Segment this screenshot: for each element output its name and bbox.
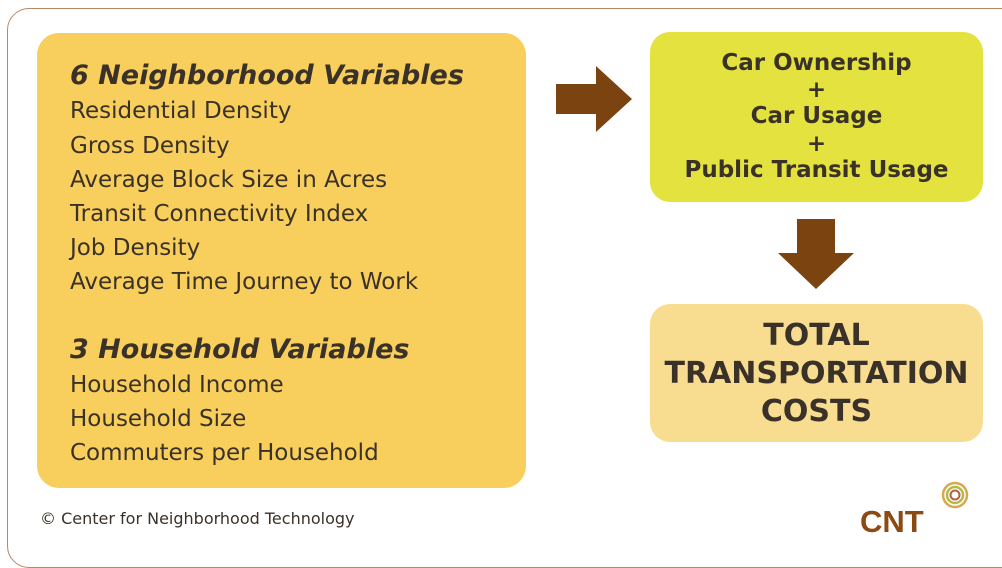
neighborhood-item: Transit Connectivity Index (70, 201, 369, 227)
usage-plus: + (806, 77, 827, 103)
total-line: TRANSPORTATION (664, 356, 969, 391)
household-item: Commuters per Household (70, 440, 379, 466)
usage-line: Car Usage (750, 103, 883, 129)
cnt-logo: CNT (860, 481, 969, 539)
variables-panel (37, 33, 526, 488)
neighborhood-item: Gross Density (70, 133, 230, 159)
cnt-logo-text: CNT (860, 504, 924, 539)
total-line: TOTAL (763, 318, 870, 353)
neighborhood-item: Residential Density (70, 98, 292, 124)
neighborhood-item: Average Block Size in Acres (70, 167, 388, 193)
total-costs-box (650, 304, 983, 442)
household-item: Household Size (70, 406, 247, 432)
copyright-text: © Center for Neighborhood Technology (40, 509, 355, 528)
household-item: Household Income (70, 372, 284, 398)
neighborhood-item: Job Density (70, 235, 201, 261)
total-line: COSTS (760, 394, 873, 429)
down-arrow-icon (778, 219, 854, 289)
usage-plus: + (806, 131, 827, 157)
neighborhood-item: Average Time Journey to Work (70, 269, 419, 295)
usage-line: Car Ownership (721, 50, 912, 76)
neighborhood-heading: 6 Neighborhood Variables (70, 60, 464, 91)
household-heading: 3 Household Variables (70, 334, 410, 365)
usage-box (650, 32, 983, 202)
usage-line: Public Transit Usage (684, 157, 949, 183)
right-arrow-icon (556, 66, 632, 132)
cnt-logo-rings-icon (941, 481, 969, 509)
